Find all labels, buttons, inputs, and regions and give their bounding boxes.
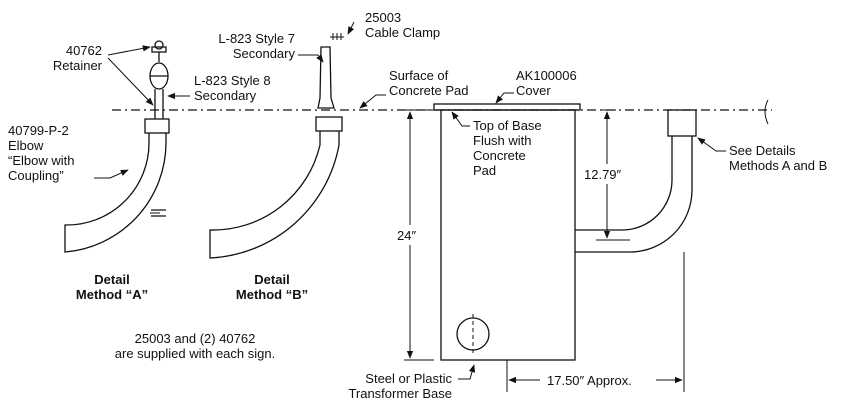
style8-label-1: L-823 Style 8 bbox=[194, 73, 271, 88]
detail-a-title-2: Method “A” bbox=[76, 287, 148, 302]
leader-see-details bbox=[697, 137, 726, 152]
elbow-a bbox=[64, 133, 167, 253]
detail-b-title-1: Detail bbox=[254, 272, 289, 287]
top-of-base-label-1: Top of Base bbox=[473, 118, 542, 133]
base-label-1: Steel or Plastic bbox=[365, 371, 452, 386]
conduit-right bbox=[575, 109, 697, 253]
elbow-label-1: 40799-P-2 bbox=[8, 123, 69, 138]
leader-elbow bbox=[94, 169, 129, 179]
leader-surface bbox=[359, 94, 386, 109]
cover-number: AK100006 bbox=[516, 68, 577, 83]
style7-label-2: Secondary bbox=[233, 46, 296, 61]
top-of-base-label-2: Flush with bbox=[473, 133, 532, 148]
base-label-2: Transformer Base bbox=[348, 386, 452, 401]
elbow-label-2: Elbow bbox=[8, 138, 44, 153]
cover-label: Cover bbox=[516, 83, 551, 98]
detail-a-title-1: Detail bbox=[94, 272, 129, 287]
top-of-base-label-4: Pad bbox=[473, 163, 496, 178]
elbow-coupling-b bbox=[315, 116, 343, 132]
cable-clamp-label: Cable Clamp bbox=[365, 25, 440, 40]
dim-17-50-label: 17.50″ Approx. bbox=[547, 373, 632, 388]
style7-label-1: L-823 Style 7 bbox=[218, 31, 295, 46]
transformer-base bbox=[433, 103, 581, 361]
supplied-note-2: are supplied with each sign. bbox=[115, 346, 275, 361]
leader-style7 bbox=[298, 54, 324, 63]
detail-method-b-assembly bbox=[209, 33, 344, 259]
cable-clamp-number: 25003 bbox=[365, 10, 401, 25]
supplied-note-1: 25003 and (2) 40762 bbox=[135, 331, 256, 346]
style8-label-2: Secondary bbox=[194, 88, 257, 103]
retainer-number: 40762 bbox=[66, 43, 102, 58]
dim-12-79-label: 12.79″ bbox=[584, 167, 622, 182]
see-details-label-1: See Details bbox=[729, 143, 796, 158]
leader-cable-clamp bbox=[347, 21, 355, 35]
leader-retainer-1 bbox=[107, 45, 151, 56]
surface-break-mark bbox=[764, 99, 769, 125]
elbow-b bbox=[209, 131, 340, 259]
surface-label-1: Surface of bbox=[389, 68, 449, 83]
elbow-coupling-a bbox=[144, 118, 170, 134]
style7-boot bbox=[317, 46, 335, 109]
leader-top-of-base bbox=[451, 111, 470, 127]
detail-method-a-assembly bbox=[64, 40, 170, 253]
detail-b-title-2: Method “B” bbox=[236, 287, 308, 302]
elbow-label-3: “Elbow with bbox=[8, 153, 74, 168]
base-cover bbox=[433, 103, 581, 111]
cable-clamp-icon bbox=[330, 33, 344, 40]
leader-base bbox=[458, 364, 476, 380]
surface-label-2: Concrete Pad bbox=[389, 83, 469, 98]
see-details-label-2: Methods A and B bbox=[729, 158, 827, 173]
elbow-label-4: Coupling” bbox=[8, 168, 64, 183]
conduit-coupling-right bbox=[667, 109, 697, 137]
top-of-base-label-3: Concrete bbox=[473, 148, 526, 163]
leader-retainer-2 bbox=[107, 57, 154, 106]
base-body bbox=[440, 109, 576, 361]
leader-cover bbox=[495, 92, 514, 104]
dim-24-label: 24″ bbox=[397, 228, 416, 243]
retainer-label: Retainer bbox=[53, 58, 103, 73]
